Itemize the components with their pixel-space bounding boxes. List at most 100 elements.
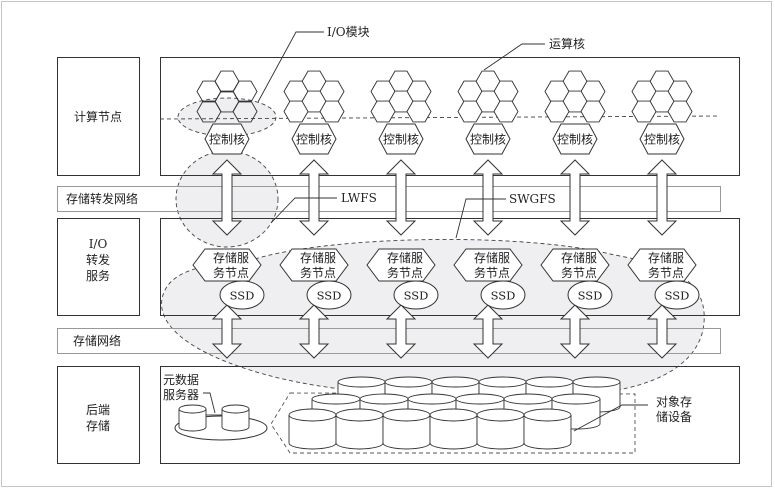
ssd-ellipse [480, 280, 526, 310]
io-layer-box [160, 218, 740, 316]
storage-network-arrow [298, 304, 330, 359]
compute-label-box [57, 57, 140, 176]
ssd-label: SSD [491, 289, 516, 303]
io-module-highlight [177, 97, 277, 137]
ssd-label: SSD [578, 289, 603, 303]
compute-core-icon [667, 100, 693, 123]
forwarding-arrow [472, 159, 504, 236]
ssd-ellipse [306, 280, 352, 310]
compute-label: 计算节点 [74, 109, 122, 124]
compute-core-cluster [544, 70, 606, 123]
storage-service-node-label-line-2: 务节点 [387, 265, 423, 280]
ssd-label: SSD [230, 289, 255, 303]
storage-service-node-label-line-2: 务节点 [648, 265, 684, 280]
backend-layer-box [160, 366, 740, 464]
storage-service-node-label-line-2: 务节点 [300, 265, 336, 280]
compute-core-cluster [283, 70, 345, 123]
forwarding-arrow [646, 159, 678, 236]
object-storage-label-line-2: 储设备 [656, 409, 692, 424]
storage-service-node-hexagon [279, 248, 349, 282]
swgfs-callout: SWGFS [509, 192, 556, 206]
storage-service-node-label-line-1: 存储服 [474, 250, 510, 265]
compute-core-icon [406, 100, 432, 123]
network-bands: 存储转发网络 存储网络 [57, 186, 721, 354]
backend-label-line-1: 后端 [86, 403, 110, 417]
compute-core-icon [214, 70, 240, 93]
ssd-label: SSD [404, 289, 429, 303]
compute-core-icon [232, 100, 258, 123]
io-label-line-1: I/O [89, 237, 108, 251]
compute-core-cluster [370, 70, 432, 123]
storage-network-arrow [472, 304, 504, 359]
compute-layer-box [160, 57, 740, 176]
ssd-label: SSD [317, 289, 342, 303]
compute-core-leader [483, 43, 545, 71]
object-storage-leader [573, 404, 648, 432]
compute-core-icon [196, 100, 222, 123]
forwarding-arrow [298, 159, 330, 236]
ssd-ellipse [219, 280, 265, 310]
compute-core-icon [319, 100, 345, 123]
backend-storage: 元数据 服务器 对象存 储设备 [163, 372, 692, 454]
control-core-hexagon [204, 123, 250, 155]
object-storage-device-icon [335, 408, 384, 450]
io-module-callout: I/O模块 [327, 25, 370, 39]
metadata-leader-line [203, 392, 216, 414]
control-core-hexagon [465, 123, 511, 155]
forwarding-arrow [559, 159, 591, 236]
object-storage-device-icon [429, 408, 478, 450]
backend-label-box [57, 366, 140, 464]
forward-network-label: 存储转发网络 [66, 191, 138, 206]
ssd-ellipse [654, 280, 700, 310]
control-core-hexagon [378, 123, 424, 155]
forwarding-arrow [385, 159, 417, 236]
control-core-hexagon [291, 123, 337, 155]
backend-label-line-2: 存储 [86, 418, 110, 433]
compute-core-icon [544, 100, 570, 123]
compute-core-cluster [196, 70, 258, 123]
storage-service-node-label-line-1: 存储服 [561, 250, 597, 265]
storage-network-arrow [211, 304, 243, 359]
object-storage-devices [288, 376, 621, 450]
control-core-label: 控制核 [644, 133, 680, 147]
compute-core-icon [493, 100, 519, 123]
compute-core-icon [580, 100, 606, 123]
storage-service-node-label-line-2: 务节点 [561, 265, 597, 280]
storage-service-node-label-line-1: 存储服 [648, 250, 684, 265]
object-storage-label-line-1: 对象存 [656, 395, 692, 409]
storage-service-node-hexagon [192, 248, 262, 282]
forwarding-arrow [211, 159, 243, 236]
ssd-ellipse [567, 280, 613, 310]
compute-core-callout: 运算核 [549, 36, 585, 51]
storage-network-arrow [385, 304, 417, 359]
io-label-box [57, 218, 140, 316]
lwfs-leader [270, 197, 337, 224]
compute-core-icon [283, 100, 309, 123]
control-core-hexagon [639, 123, 685, 155]
metadata-server-label-line-2: 服务器 [163, 387, 199, 402]
control-core-label: 控制核 [296, 133, 332, 147]
object-storage-device-icon [382, 408, 431, 450]
lwfs-callout: LWFS [341, 191, 377, 205]
compute-core-icon [370, 100, 396, 123]
storage-network-arrow [559, 304, 591, 359]
control-core-hexagon [552, 123, 598, 155]
metadata-server-icon [221, 404, 250, 432]
metadata-server-icon [178, 404, 207, 432]
io-label-line-2: 转发 [86, 252, 110, 267]
storage-service-node-label-line-1: 存储服 [213, 250, 249, 265]
control-core-label: 控制核 [557, 133, 593, 147]
control-core-label: 控制核 [383, 133, 419, 147]
compute-core-icon [631, 100, 657, 123]
ssd-label: SSD [665, 289, 690, 303]
io-module-leader [257, 31, 324, 103]
node-columns: 控制核存储服务节点SSD控制核存储服务节点SSD控制核存储服务节点SSD控制核存… [192, 70, 700, 359]
object-storage-device-icon [288, 408, 337, 450]
